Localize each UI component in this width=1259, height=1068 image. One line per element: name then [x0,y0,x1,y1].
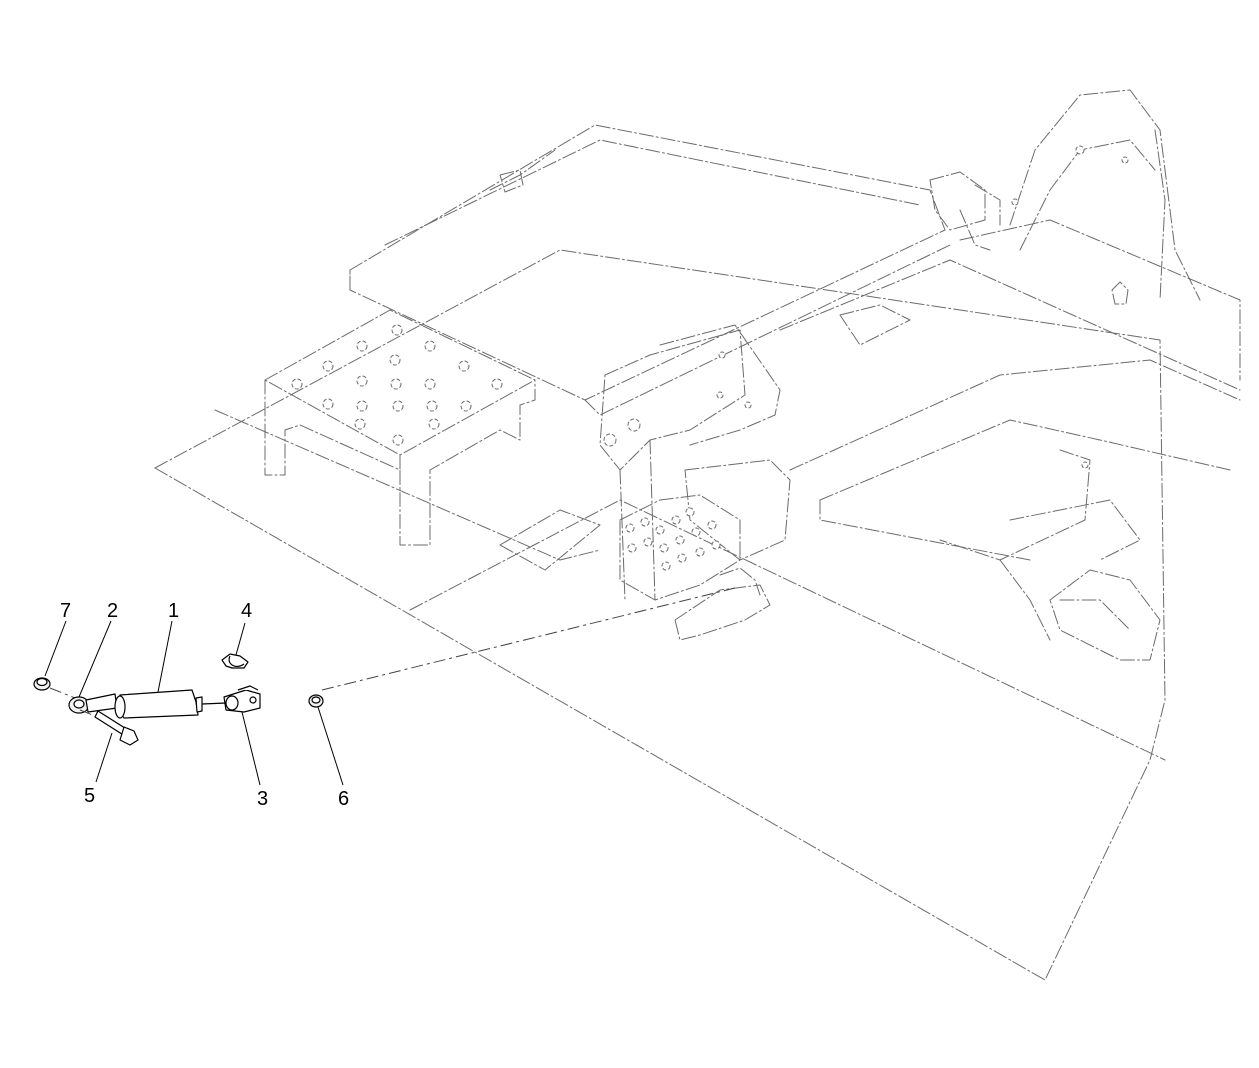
leader-6 [317,706,344,786]
part-3-clevis [223,685,261,713]
leader-lines [44,620,344,786]
part-6-spacer [308,694,324,708]
callout-4: 4 [241,600,252,622]
callout-1: 1 [168,600,179,622]
part-2-eye-end [68,693,118,714]
assembly-centerline [321,587,736,691]
leader-3 [241,711,261,786]
callout-7: 7 [60,600,71,622]
callout-5: 5 [84,785,95,807]
callout-labels: 7 2 1 4 5 3 6 [60,600,349,810]
part-5-bolt [79,709,139,746]
callout-2: 2 [107,600,118,622]
leader-4 [235,622,246,656]
leader-2 [78,620,112,698]
callout-3: 3 [257,788,268,810]
leader-1 [157,620,173,693]
part-7-nut [33,677,76,699]
part-4-clip [221,653,249,669]
callout-6: 6 [338,788,349,810]
leader-5 [95,732,113,783]
leader-7 [44,620,67,677]
phantom-frame-assembly [154,89,1241,981]
phantom-holes [291,145,1129,571]
part-1-gas-spring [114,689,227,719]
